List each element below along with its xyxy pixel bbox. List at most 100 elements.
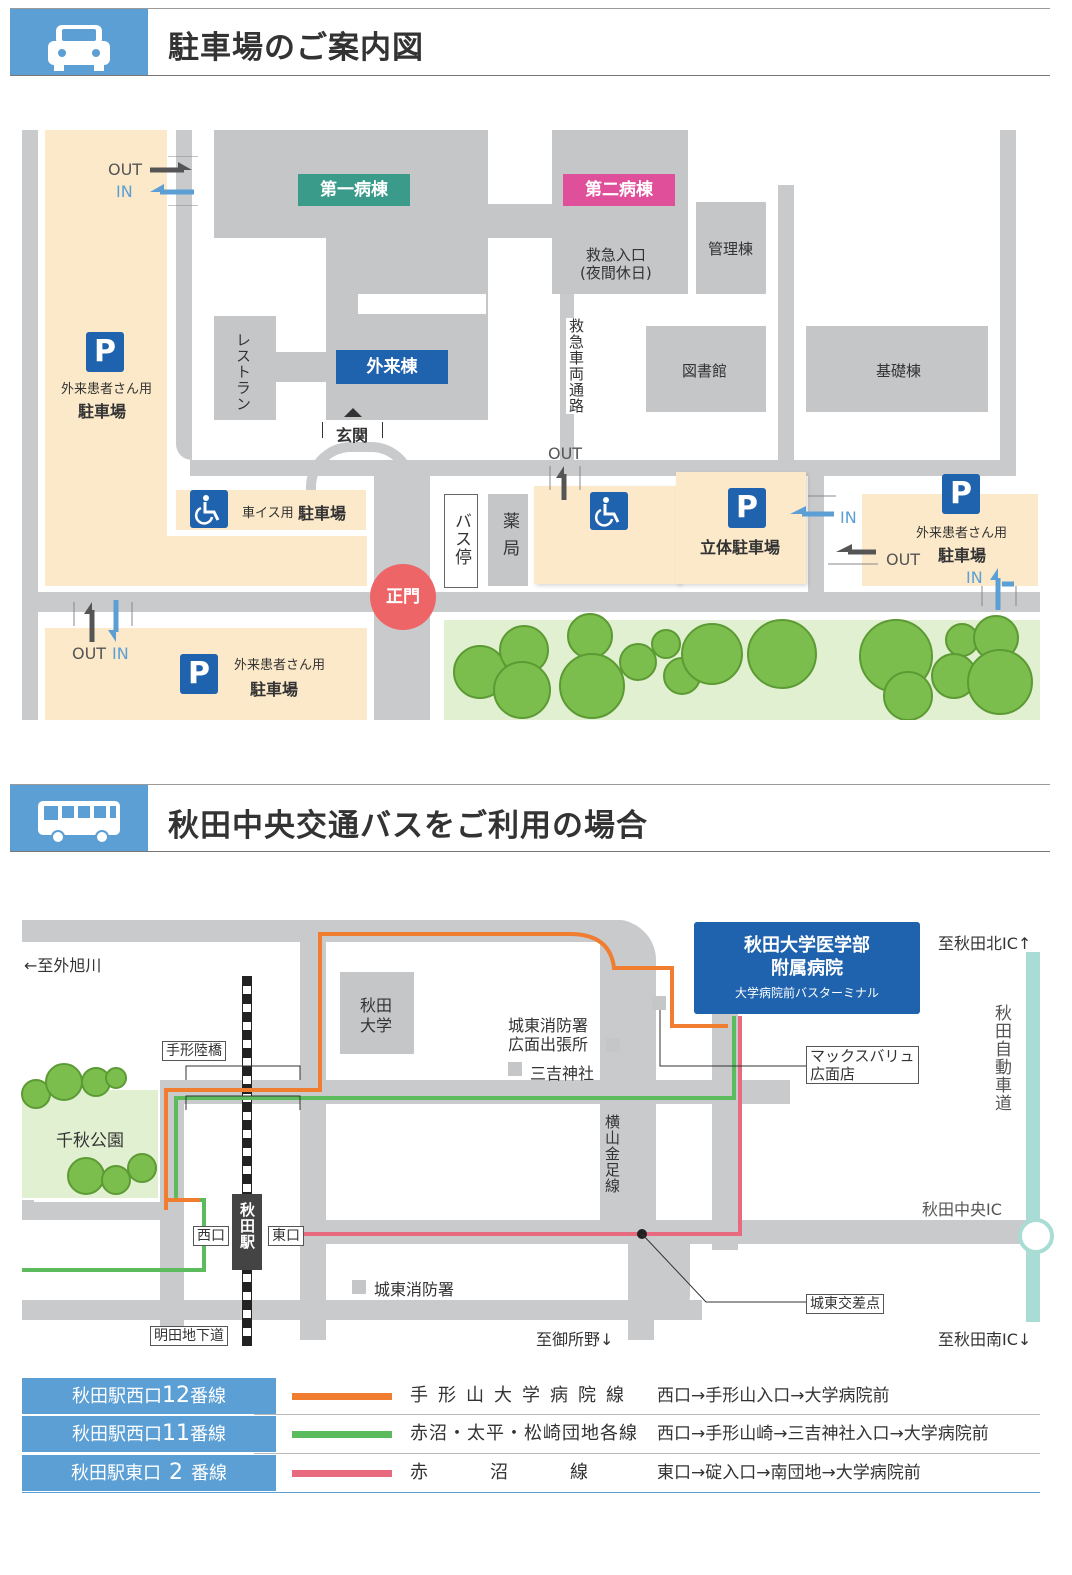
yokoyama-label: 横山金足線 — [603, 1114, 621, 1194]
section2-icon-box — [10, 785, 148, 851]
road-left-vertical — [22, 130, 38, 720]
tegata-bridge-label: 手形陸橋 — [162, 1041, 226, 1061]
road-left-small — [22, 1202, 162, 1220]
parking-label-left: 駐車場 — [78, 402, 127, 421]
entrance-loop — [306, 442, 416, 492]
road-v-yokoyama — [628, 1100, 654, 1340]
legend-row-1: 秋田駅西口12番線 手形山大学病院線 西口→手形山入口→大学病院前 — [22, 1378, 1040, 1414]
west-exit-label: 西口 — [193, 1226, 229, 1246]
parking-p-multi: P — [728, 488, 766, 528]
multi-parking-label: 立体駐車場 — [700, 538, 781, 557]
road-main-horizontal — [22, 592, 1040, 612]
building-connector — [274, 352, 330, 382]
emergency-road-label: 救急車両通路 — [566, 318, 586, 414]
section1-icon-box — [10, 9, 148, 75]
expressway-label: 秋田自動車道 — [991, 1004, 1011, 1112]
bus-terminal-label: 大学病院前バスターミナル — [734, 986, 879, 1000]
wheelchair-icon — [594, 497, 620, 527]
legend-line-pink — [292, 1470, 392, 1477]
park-trees — [21, 1063, 157, 1195]
legend-separator-3 — [22, 1492, 1040, 1493]
parking-label-bottom: 駐車場 — [250, 680, 299, 699]
maxvalu-label: マックスバリュ 広面店 — [806, 1046, 919, 1084]
akita-station-label: 秋田駅 — [238, 1202, 256, 1250]
section2-title: 秋田中央交通バスをご利用の場合 — [168, 808, 648, 844]
parking-label-right: 駐車場 — [938, 546, 987, 565]
legend-stop-num: 11 — [162, 1421, 190, 1446]
header-top-line — [10, 8, 1050, 9]
legend-line-orange — [292, 1393, 392, 1400]
legend-line-name-2: 赤沼・太平・松崎団地各線 — [410, 1423, 638, 1444]
legend-stop-suffix: 番線 — [190, 1424, 226, 1445]
east-exit-label: 東口 — [268, 1226, 304, 1246]
admin-label: 管理棟 — [708, 240, 754, 258]
road-lower — [22, 1300, 702, 1320]
section1-title: 駐車場のご案内図 — [168, 30, 424, 66]
legend-stop-name: 秋田駅西口 — [72, 1424, 162, 1445]
legend-line-green — [292, 1431, 392, 1438]
arrow-right-in-icon — [981, 568, 1017, 610]
legend-line-name-1: 手形山大学病院線 — [410, 1385, 634, 1406]
section2-header: 秋田中央交通バスをご利用の場合 — [0, 778, 1072, 858]
legend-stop-name: 秋田駅東口 — [71, 1463, 161, 1484]
in-label-right: IN — [966, 568, 983, 587]
central-ic-label: 秋田中央IC — [922, 1200, 1002, 1219]
legend-separator-1 — [254, 1414, 1040, 1415]
senshu-park-label: 千秋公園 — [56, 1131, 124, 1151]
bus-stop-label: バス停 — [451, 512, 471, 566]
road-right-lower — [808, 476, 824, 596]
header-bottom-line — [10, 75, 1050, 76]
out-label-bottom: OUT — [72, 644, 107, 663]
outpatient-parking-label-left: 外来患者さん用 — [61, 382, 153, 397]
building-outpatient-block — [326, 238, 488, 420]
legend-route-3: 東口→碇入口→南団地→大学病院前 — [657, 1463, 921, 1483]
bus-icon — [38, 801, 120, 844]
legend-row-2: 秋田駅西口11番線 赤沼・太平・松崎団地各線 西口→手形山崎→三吉神社入口→大学… — [22, 1416, 1040, 1452]
parking-p-left: P — [86, 332, 124, 372]
miyoshi-label: 三吉神社 — [530, 1064, 595, 1083]
entrance-bar-left — [322, 422, 323, 438]
basic-label: 基礎棟 — [876, 362, 922, 380]
road-v-left — [22, 1200, 34, 1204]
outpatient-parking-label-right: 外来患者さん用 — [916, 526, 1008, 541]
road-inner-left — [176, 130, 192, 460]
marker-fire-branch — [606, 1038, 620, 1052]
outpatient-parking-label-bottom: 外来患者さん用 — [234, 658, 326, 673]
bus-stop-box — [444, 494, 478, 588]
meida-underpass-label: 明田地下道 — [150, 1326, 228, 1346]
building-library — [646, 326, 766, 412]
bus-map: 千秋公園 秋田 大学 秋田大学医学部 附属病院 大学病院前バスターミナル ←至外… — [0, 900, 1072, 1350]
building-notch — [358, 294, 486, 314]
main-gate: 正門 — [370, 564, 436, 630]
joto-fire-label: 城東消防署 — [374, 1280, 455, 1299]
marker-maxvalu — [652, 996, 666, 1010]
entrance-label: 玄関 — [336, 426, 369, 445]
wheelchair-label: 車イス用 — [242, 506, 294, 521]
entrance-bar-right — [382, 422, 383, 438]
railway — [242, 976, 252, 1346]
in-label-multi: IN — [840, 508, 857, 527]
wheelchair-box-1 — [190, 490, 228, 528]
hospital-name: 秋田大学医学部 附属病院 — [744, 935, 870, 979]
to-asahikawa-label: ←至外旭川 — [24, 956, 102, 975]
trees — [453, 613, 1033, 720]
outpatient-tag: 外来棟 — [336, 350, 448, 384]
building-admin — [696, 202, 766, 294]
to-goshono-label: 至御所野↓ — [536, 1330, 614, 1349]
akita-station — [232, 1194, 262, 1270]
hospital-box — [694, 922, 920, 1014]
university-block — [340, 972, 414, 1054]
building-basic — [806, 326, 988, 412]
library-label: 図書館 — [682, 362, 728, 380]
legend-stop-1: 秋田駅西口12番線 — [22, 1378, 276, 1414]
parking-p-right: P — [942, 474, 980, 514]
parking-map: 第一病棟 第二病棟 外来棟 救急入口 (夜間休日) 管理棟 図書館 基礎棟 レス… — [0, 100, 1072, 740]
restaurant-label: レストラン — [234, 332, 252, 412]
wheelchair-box-2 — [590, 492, 628, 530]
legend-stop-num: 2 — [169, 1460, 183, 1485]
arrow-bottom-icon — [73, 600, 133, 642]
building-bridge — [488, 204, 554, 238]
in-label-bottom: IN — [112, 644, 129, 663]
marker-joto-fire — [352, 1280, 366, 1294]
